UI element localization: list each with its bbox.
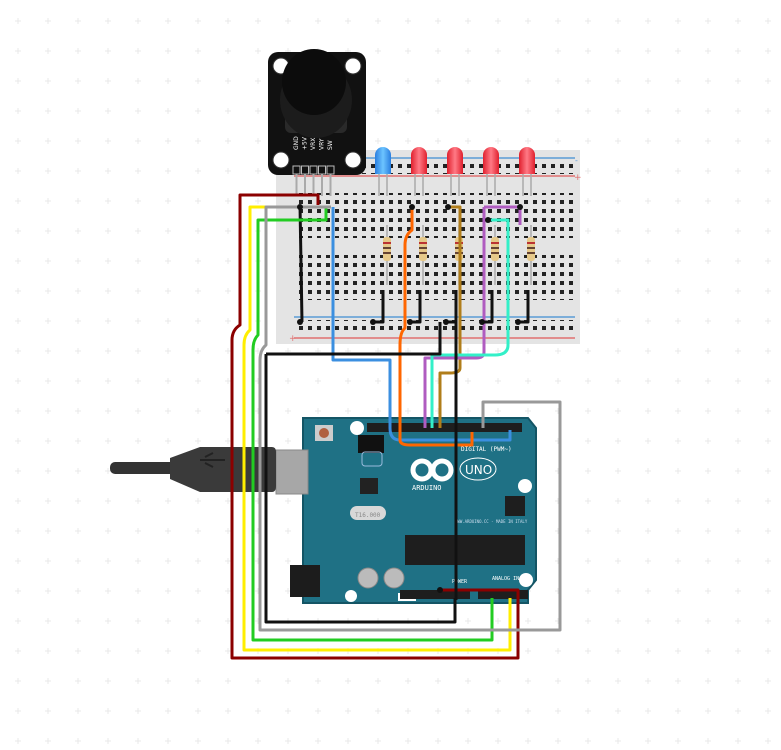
wire-endpoint: [297, 204, 303, 210]
joystick-pin-label: +5V: [302, 136, 309, 150]
led-dome: [447, 147, 463, 174]
wire-joystick-vry[interactable]: [251, 207, 494, 642]
usb-chip: [360, 478, 378, 494]
mount-hole: [344, 151, 362, 169]
reset-button[interactable]: [319, 428, 329, 438]
resistor-band: [383, 247, 391, 249]
led-dome: [411, 147, 427, 174]
rail-plus-label-bottom: +: [289, 334, 297, 344]
icsp-header: [505, 496, 525, 516]
joystick-pin-label: VRY: [319, 138, 326, 150]
board-hole: [519, 573, 533, 587]
led-red[interactable]: [519, 147, 535, 196]
bottom-rail-holes: [295, 320, 573, 334]
wire-endpoint: [297, 319, 303, 325]
wires: [230, 193, 562, 660]
resistor-band: [419, 242, 427, 244]
wire-endpoint: [370, 319, 376, 325]
resistor[interactable]: [383, 225, 391, 285]
wire-endpoint: [443, 319, 449, 325]
joystick-pin-label: VRX: [310, 138, 317, 150]
rail-minus-label: -: [575, 156, 578, 165]
resistor-band: [383, 242, 391, 244]
wire-joystick-5v[interactable]: [230, 193, 520, 660]
crystal: [350, 506, 386, 520]
wire-joystick-vrx[interactable]: [242, 205, 512, 652]
wire-endpoint: [485, 217, 491, 223]
resistor-band: [419, 252, 427, 254]
led-red[interactable]: [411, 147, 427, 196]
resistor-band: [383, 252, 391, 254]
resistor-band: [527, 242, 535, 244]
mount-hole: [272, 151, 290, 169]
wire-endpoint: [479, 319, 485, 325]
top-terminal-holes: [295, 193, 573, 238]
site-label: WWW.ARDUINO.CC - MADE IN ITALY: [455, 519, 528, 524]
wire-led-5[interactable]: [430, 218, 510, 428]
led-dome: [375, 147, 391, 174]
brand-label: ARDUINO: [412, 484, 442, 492]
resistor-band: [491, 252, 499, 254]
resistor-band: [419, 247, 427, 249]
resistor-band: [491, 242, 499, 244]
resistor-band: [527, 247, 535, 249]
capacitor: [357, 567, 379, 589]
resistor[interactable]: [419, 225, 427, 285]
wire-gnd-rail[interactable]: [264, 290, 530, 624]
on-label: ON: [522, 486, 528, 492]
joystick-pin-label: SW: [327, 140, 334, 150]
resistor[interactable]: [527, 225, 535, 285]
wire-endpoint: [409, 204, 415, 210]
power-label: POWER: [452, 579, 468, 585]
led-dome: [519, 147, 535, 174]
jumper: [361, 451, 383, 467]
board-hole: [518, 479, 532, 493]
resistor[interactable]: [491, 225, 499, 285]
usb-b-port: [275, 449, 309, 495]
board-hole: [345, 590, 357, 602]
wire-joystick-gnd[interactable]: [298, 204, 304, 323]
resistor-band: [491, 247, 499, 249]
dc-jack: [290, 565, 320, 597]
joystick-cap[interactable]: [282, 49, 346, 115]
usb-cord: [110, 462, 180, 474]
usb-icon: [200, 452, 225, 468]
board-hole: [350, 421, 364, 435]
model-label: UNO: [465, 463, 492, 477]
analog-label: ANALOG IN: [492, 576, 519, 582]
arduino-uno[interactable]: T16.000 UNO ARDUINO DIGITAL (PWM~) POWER…: [275, 417, 537, 604]
icsp-header-top: [358, 435, 384, 453]
power-header[interactable]: [400, 590, 470, 599]
rail-plus-label: +: [574, 173, 582, 183]
usb-cable[interactable]: [110, 447, 276, 492]
atmega-chip: [405, 535, 525, 565]
capacitor: [383, 567, 405, 589]
wire-joystick-sw[interactable]: [258, 205, 562, 632]
digital-label: DIGITAL (PWM~): [461, 446, 512, 453]
wire-endpoint: [445, 204, 451, 210]
wire-endpoint: [515, 319, 521, 325]
resistor-band: [527, 252, 535, 254]
arduino-logo: UNO ARDUINO: [410, 457, 497, 492]
leds: [375, 147, 535, 196]
crystal-label: T16.000: [355, 512, 381, 519]
wire-endpoint: [407, 319, 413, 325]
analog-header[interactable]: [478, 590, 528, 599]
wire-endpoint: [437, 587, 443, 593]
mount-hole: [344, 57, 362, 75]
joystick-pin-label: GND: [293, 136, 300, 150]
wire-endpoint: [517, 204, 523, 210]
led-dome: [483, 147, 499, 174]
usb-plug: [170, 447, 276, 492]
digital-header[interactable]: [367, 423, 522, 432]
led-red[interactable]: [447, 147, 463, 196]
led-blue[interactable]: [375, 147, 391, 196]
led-red[interactable]: [483, 147, 499, 196]
wire-led-2[interactable]: [398, 207, 474, 447]
